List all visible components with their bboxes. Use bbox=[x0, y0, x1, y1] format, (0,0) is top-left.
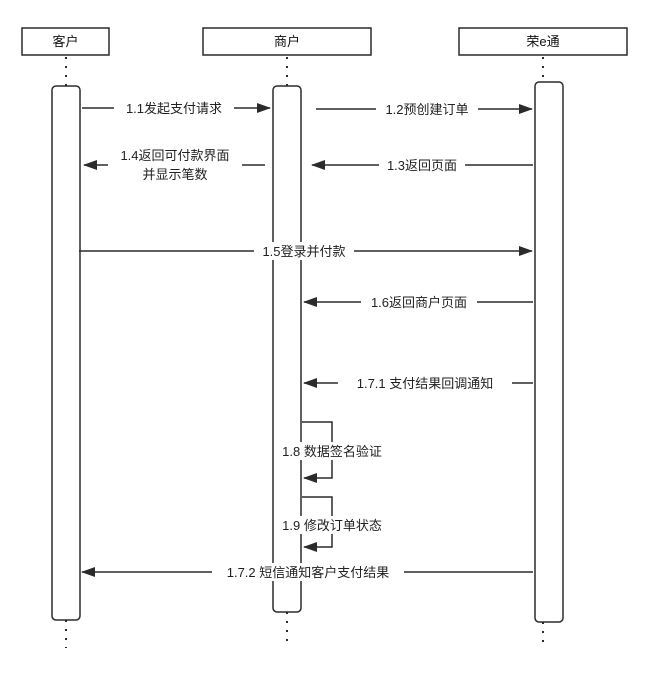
label-bg-1-2 bbox=[376, 100, 478, 118]
message-1-3-label: 1.3返回页面 bbox=[387, 158, 457, 173]
message-1-1-label: 1.1发起支付请求 bbox=[126, 101, 222, 116]
label-bg-1-4 bbox=[108, 146, 242, 184]
label-bg-1-5 bbox=[254, 242, 354, 260]
message-labels: 1.1发起支付请求 1.2预创建订单 1.3返回页面 1.4返回可付款界面 并显… bbox=[108, 99, 512, 581]
label-bg-1-8 bbox=[276, 442, 388, 460]
message-1-9-label: 1.9 修改订单状态 bbox=[282, 518, 382, 533]
participant-customer-label: 客户 bbox=[52, 34, 78, 49]
label-bg-1-9 bbox=[276, 516, 388, 534]
message-1-4-line1: 1.4返回可付款界面 bbox=[120, 148, 229, 163]
participant-merchant-label: 商户 bbox=[274, 34, 300, 49]
message-1-7-2-label: 1.7.2 短信通知客户支付结果 bbox=[227, 565, 390, 580]
label-bg-1-1 bbox=[114, 99, 234, 117]
message-1-6-label: 1.6返回商户页面 bbox=[371, 295, 467, 310]
label-bg-1-3 bbox=[379, 156, 465, 174]
activation-rongetong bbox=[534, 81, 564, 623]
participant-merchant: 商户 bbox=[202, 27, 372, 56]
label-bg-1-7-1 bbox=[338, 374, 512, 392]
activation-merchant bbox=[272, 85, 302, 613]
activation-customer bbox=[51, 85, 81, 621]
message-1-5-label: 1.5登录并付款 bbox=[262, 244, 345, 259]
label-bg-1-6 bbox=[361, 293, 477, 311]
participant-customer: 客户 bbox=[21, 27, 110, 56]
participant-rongetong: 荣e通 bbox=[458, 27, 628, 56]
participant-rongetong-label: 荣e通 bbox=[526, 34, 559, 49]
label-bg-1-7-2 bbox=[212, 563, 404, 581]
message-1-4-line2: 并显示笔数 bbox=[142, 167, 207, 182]
message-1-7-1-label: 1.7.1 支付结果回调通知 bbox=[357, 376, 494, 391]
message-1-2-label: 1.2预创建订单 bbox=[385, 102, 468, 117]
message-1-8-label: 1.8 数据签名验证 bbox=[282, 444, 382, 459]
lifelines bbox=[65, 57, 544, 648]
